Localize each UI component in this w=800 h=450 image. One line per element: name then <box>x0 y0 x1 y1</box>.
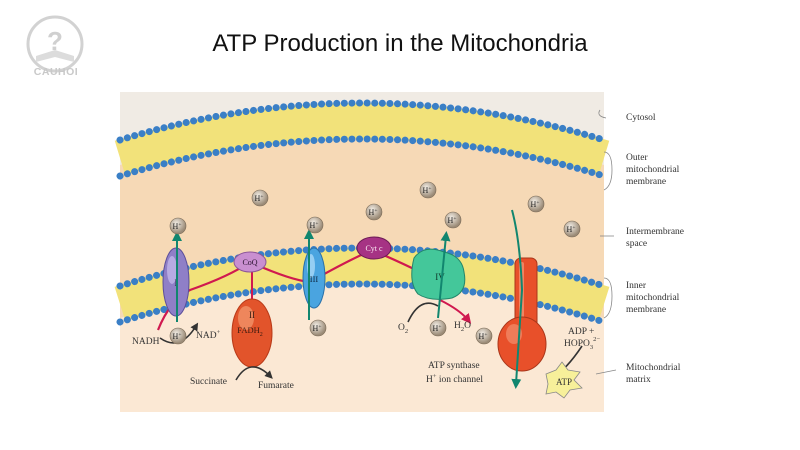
h-ion: H+ <box>563 220 581 238</box>
h-ion: H+ <box>169 217 187 235</box>
outer-membrane-label-1: Outer <box>626 153 648 163</box>
cytosol-label: Cytosol <box>626 113 656 123</box>
svg-text:H+: H+ <box>369 208 378 217</box>
complex-ii-label: II <box>249 310 255 320</box>
fadh2-label: FADH2 <box>237 325 263 338</box>
intermembrane-label-2: space <box>626 239 647 249</box>
matrix-label-2: matrix <box>626 375 651 385</box>
svg-text:H+: H+ <box>173 332 182 341</box>
nad-label: NAD+ <box>196 329 221 341</box>
svg-text:H+: H+ <box>310 221 319 230</box>
h-ion: H+ <box>169 327 187 345</box>
atp-synthase-label-2: H+ ion channel <box>426 373 483 385</box>
h-ion: H+ <box>475 327 493 345</box>
watermark-logo: ? <box>26 15 84 73</box>
complex-iii: III <box>302 247 326 309</box>
atp-label: ATP <box>556 377 572 387</box>
svg-text:H+: H+ <box>433 324 442 333</box>
h-ion: H+ <box>365 203 383 221</box>
coq-label: CoQ <box>242 258 257 267</box>
complex-ii: II FADH2 <box>231 298 273 368</box>
svg-text:?: ? <box>47 26 63 56</box>
complex-iv-label: IV <box>435 272 445 282</box>
coq: CoQ <box>233 251 267 273</box>
svg-text:H+: H+ <box>479 332 488 341</box>
nadh-label: NADH <box>132 337 160 347</box>
inner-membrane-label-2: mitochondrial <box>626 293 680 303</box>
cyt-c: Cyt c <box>356 236 392 260</box>
cyt-c-label: Cyt c <box>365 244 383 253</box>
o2-label: O2 <box>398 323 408 335</box>
h-ion: H+ <box>306 216 324 234</box>
h-ion: H+ <box>251 189 269 207</box>
h-ions: H+ H+ H+ H+ H+ H+ H+ H+ H+ H+ H+ H+ <box>169 181 581 345</box>
electron-to-water <box>439 299 472 324</box>
svg-text:H+: H+ <box>448 216 457 225</box>
complex-iii-label: III <box>310 274 319 284</box>
outer-membrane-label-3: membrane <box>626 177 666 187</box>
svg-text:H+: H+ <box>423 186 432 195</box>
region-labels: Cytosol Outer mitochondrial membrane Int… <box>595 109 684 385</box>
h-ion: H+ <box>419 181 437 199</box>
fumarate-label: Fumarate <box>258 381 294 391</box>
outer-membrane-label-2: mitochondrial <box>626 165 680 175</box>
adp-label-2: HOPO32− <box>564 336 600 351</box>
h2o-label: H2O <box>454 321 471 333</box>
logo-text: CAUHOI <box>33 66 79 78</box>
h-ion: H+ <box>309 319 327 337</box>
intermembrane-label-1: Intermembrane <box>626 227 684 237</box>
outer-membrane <box>114 99 610 180</box>
question-mark-book-icon: ? <box>26 15 84 73</box>
h-ion: H+ <box>429 319 447 337</box>
succinate-label: Succinate <box>190 377 227 387</box>
succinate-curve <box>235 366 273 381</box>
svg-text:H+: H+ <box>531 200 540 209</box>
svg-text:H+: H+ <box>313 324 322 333</box>
atp-synthase-label-1: ATP synthase <box>428 361 480 371</box>
inner-membrane-label-3: membrane <box>626 305 666 315</box>
atp-product: ATP <box>545 361 583 399</box>
o2-curve <box>407 302 439 323</box>
complex-iv: IV <box>411 248 466 300</box>
svg-text:H+: H+ <box>567 225 576 234</box>
slide-title: ATP Production in the Mitochondria <box>212 30 588 57</box>
matrix-label-1: Mitochondrial <box>626 363 681 373</box>
svg-text:H+: H+ <box>173 222 182 231</box>
adp-label-1: ADP + <box>568 327 594 337</box>
inner-membrane-label-1: Inner <box>626 281 647 291</box>
proton-arrows <box>172 209 524 389</box>
svg-text:H+: H+ <box>255 194 264 203</box>
h-ion: H+ <box>527 195 545 213</box>
h-ion: H+ <box>444 211 462 229</box>
